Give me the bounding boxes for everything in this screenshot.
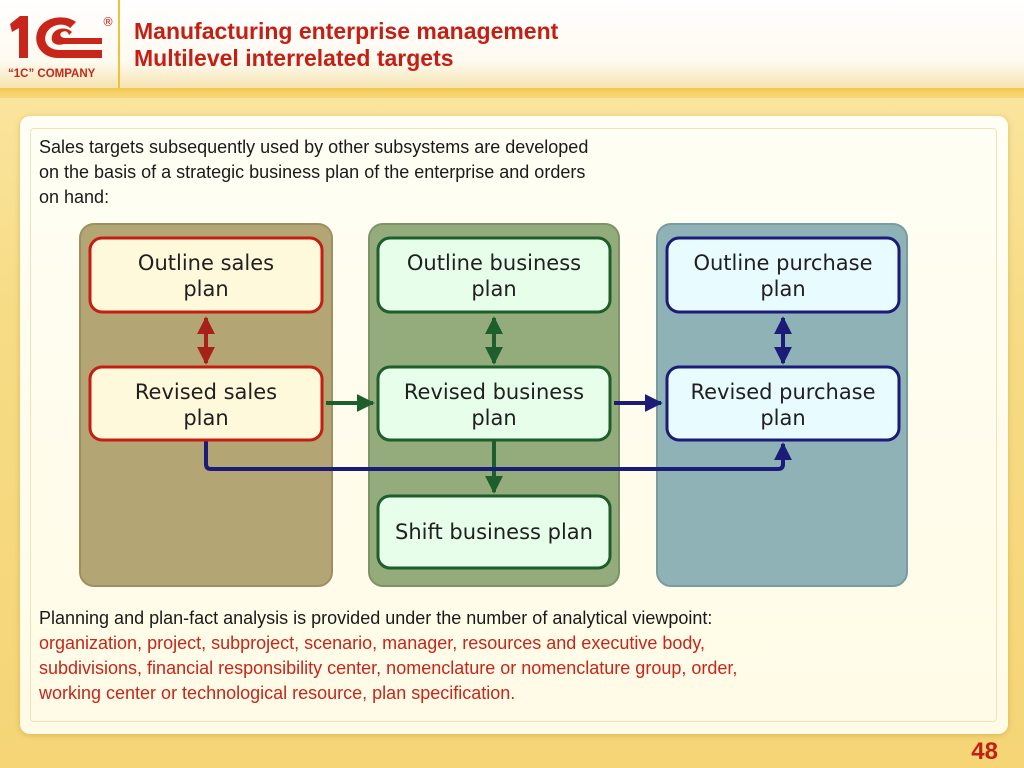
logo-letter-c — [36, 17, 102, 58]
revised-business-plan-line-1: Revised business — [404, 380, 584, 404]
revised-sales-plan-line-2: plan — [183, 406, 228, 430]
shift-business-plan-box: Shift business plan — [376, 494, 612, 570]
outline-sales-plan-line-2: plan — [183, 277, 228, 301]
note-viewpoints-line-1: organization, project, subproject, scena… — [39, 633, 706, 653]
note-lead: Planning and plan-fact analysis is provi… — [39, 608, 713, 628]
company-logo: ® “1C” COMPANY — [8, 15, 114, 80]
note-viewpoints-line-2: subdivisions, financial responsibility c… — [39, 658, 738, 678]
outline-business-plan-line-2: plan — [471, 277, 516, 301]
content-panel-frame — [30, 128, 997, 722]
title-line-1: Manufacturing enterprise management — [134, 18, 559, 44]
analysis-note: Planning and plan-fact analysis is provi… — [39, 606, 969, 706]
outline-purchase-plan-box: Outline purchase plan — [665, 236, 901, 314]
revised-business-plan-box: Revised business plan — [376, 365, 612, 442]
revised-purchase-plan-box: Revised purchase plan — [665, 365, 901, 442]
outline-business-plan-line-1: Outline business — [407, 251, 581, 275]
title-line-2: Multilevel interrelated targets — [134, 45, 454, 71]
header-rule — [0, 88, 1024, 98]
note-viewpoints-line-3: working center or technological resource… — [39, 683, 516, 703]
revised-purchase-plan-line-2: plan — [760, 406, 805, 430]
logo-caption: “1C” COMPANY — [8, 68, 96, 80]
logo-digit-one — [10, 16, 28, 58]
outline-purchase-plan-line-2: plan — [760, 277, 805, 301]
revised-purchase-plan-line-1: Revised purchase — [690, 380, 875, 404]
intro-text: Sales targets subsequently used by other… — [39, 135, 759, 210]
sales-to-purchase-loop — [204, 441, 792, 471]
outline-business-plan-box: Outline business plan — [376, 236, 612, 314]
slide-title: Manufacturing enterprise management Mult… — [134, 18, 558, 72]
outline-purchase-plan-line-1: Outline purchase — [693, 251, 872, 275]
logo-registered-mark: ® — [102, 15, 114, 29]
shift-business-plan-label: Shift business plan — [395, 520, 593, 544]
revised-sales-plan-box: Revised sales plan — [88, 365, 324, 442]
intro-line-1: Sales targets subsequently used by other… — [39, 137, 589, 157]
intro-line-3: on hand: — [39, 187, 110, 207]
logo-inner-stroke — [51, 28, 102, 45]
outline-sales-plan-line-1: Outline sales — [138, 251, 274, 275]
slide-header — [0, 0, 1024, 88]
logo-divider — [118, 0, 120, 88]
revised-business-plan-line-2: plan — [471, 406, 516, 430]
outline-sales-plan-box: Outline sales plan — [88, 236, 324, 314]
page-number: 48 — [971, 738, 998, 765]
planning-diagram: Outline sales plan Revised sales plan Ou… — [79, 223, 908, 587]
revised-sales-plan-line-1: Revised sales — [135, 380, 277, 404]
intro-line-2: on the basis of a strategic business pla… — [39, 162, 586, 182]
